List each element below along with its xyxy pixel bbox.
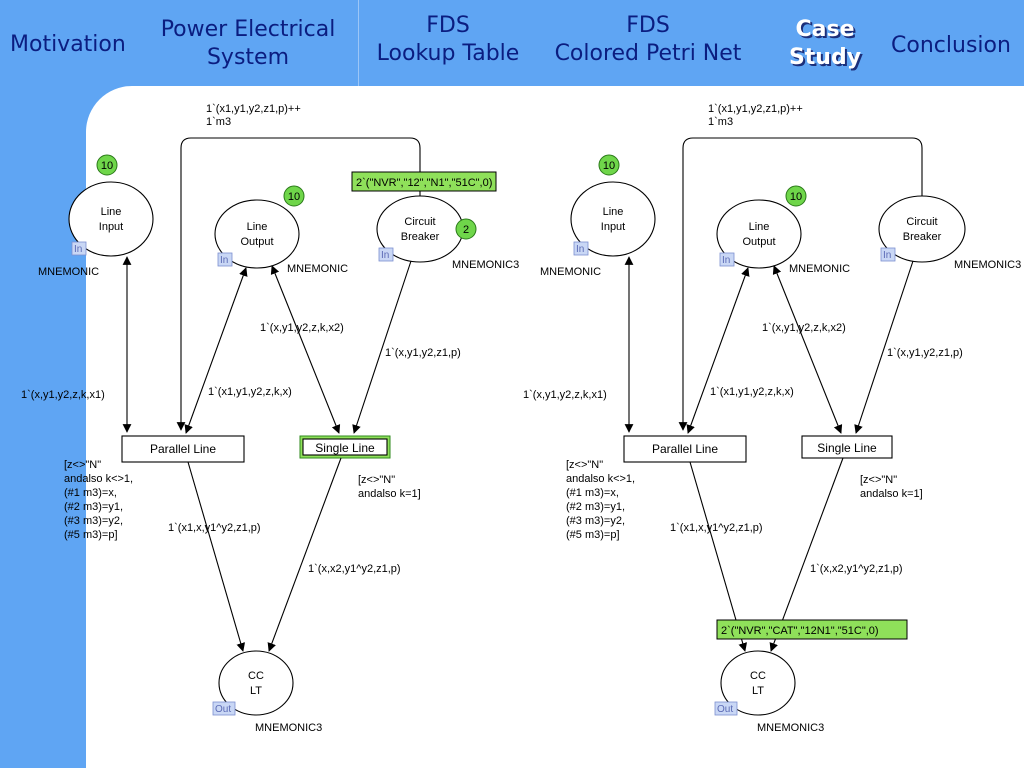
- nav-power-electrical-system[interactable]: Power Electrical System: [160, 17, 336, 70]
- port-line-input-label: In: [74, 244, 82, 255]
- inscription-input-parallel: 1`(x,y1,y2,z,k,x1): [21, 389, 105, 401]
- colset-line-input: MNEMONIC: [38, 266, 99, 278]
- transition-parallel-line: [121, 435, 245, 463]
- port-circuit-breaker-label: In: [883, 250, 891, 261]
- nav-fds-colored-petri-net[interactable]: FDS Colored Petri Net: [554, 13, 742, 66]
- transition-parallel-line-name: Parallel Line: [652, 442, 718, 456]
- guard-parallel-line: [z<>"N"andalso k<>1,(#1 m3)=x,(#2 m3)=y1…: [566, 459, 635, 541]
- nav-divider: [358, 0, 359, 86]
- marking-line-output-value: 10: [288, 191, 300, 203]
- arc-output-single: [772, 265, 843, 434]
- arc-output-parallel: [686, 267, 750, 434]
- marking-line-output: [785, 185, 807, 207]
- marking-line-input-value: 10: [603, 160, 615, 172]
- port-line-output: [217, 252, 233, 267]
- marking-line-input: [598, 154, 620, 176]
- guard-single-line: [z<>"N"andalso k=1]: [860, 474, 923, 500]
- nav-case-study[interactable]: Case Study: [788, 17, 862, 70]
- inscription-parallel-cc: 1`(x1,x,y1^y2,z1,p): [670, 522, 763, 534]
- port-cc-lt: [212, 701, 236, 716]
- port-circuit-breaker: [378, 247, 394, 262]
- inscription-breaker-single: 1`(x,y1,y2,z1,p): [385, 347, 461, 359]
- guard-parallel-line: [z<>"N"andalso k<>1,(#1 m3)=x,(#2 m3)=y1…: [64, 459, 133, 541]
- port-line-output: [719, 252, 735, 267]
- inscription-output-parallel: 1`(x1,y1,y2,z,k,x): [208, 386, 292, 398]
- transition-single-line-name: Single Line: [315, 441, 375, 455]
- arc-breaker-to-parallel-top: [678, 137, 923, 431]
- nav-motivation[interactable]: Motivation: [10, 32, 126, 57]
- port-line-output-label: In: [220, 255, 228, 266]
- arc-breaker-single: [854, 260, 914, 434]
- place-cc-lt: [720, 650, 796, 716]
- token-box-right: [716, 619, 908, 640]
- transition-single-line: [302, 438, 388, 456]
- port-circuit-breaker-label: In: [381, 250, 389, 261]
- colset-circuit-breaker: MNEMONIC3: [452, 259, 519, 271]
- marking-circuit-breaker-value: 2: [463, 224, 469, 236]
- nav-fds-lookup-table[interactable]: FDS Lookup Table: [376, 13, 520, 66]
- inscription-output-single: 1`(x,y1,y2,z,k,x2): [762, 322, 846, 334]
- arc-output-single: [270, 265, 341, 434]
- token-box-right-text: 2`("NVR","CAT","12N1","51C",0): [721, 625, 879, 637]
- inscription-output-parallel: 1`(x1,y1,y2,z,k,x): [710, 386, 794, 398]
- inscription-output-single: 1`(x,y1,y2,z,k,x2): [260, 322, 344, 334]
- arc-single-cc: [267, 457, 342, 652]
- arc-single-cc: [769, 457, 844, 652]
- token-box-left-text: 2`("NVR","12","N1","51C",0): [356, 177, 492, 189]
- inscription-single-cc: 1`(x,x2,y1^y2,z1,p): [810, 563, 903, 575]
- port-circuit-breaker: [880, 247, 896, 262]
- colset-cc-lt: MNEMONIC3: [757, 722, 824, 734]
- port-cc-lt: [714, 701, 738, 716]
- colset-cc-lt: MNEMONIC3: [255, 722, 322, 734]
- place-line-output: [716, 199, 802, 269]
- port-cc-lt-label: Out: [717, 704, 733, 715]
- nav-conclusion[interactable]: Conclusion: [891, 33, 1011, 58]
- inscription-single-cc: 1`(x,x2,y1^y2,z1,p): [308, 563, 401, 575]
- arc-breaker-to-parallel-top: [176, 137, 421, 431]
- inscription-top: 1`(x1,y1,y2,z1,p)++1`m3: [206, 103, 301, 128]
- arc-breaker-single: [352, 260, 412, 434]
- colset-line-input: MNEMONIC: [540, 266, 601, 278]
- place-line-output: [214, 199, 300, 269]
- port-line-input: [71, 241, 87, 256]
- marking-line-input-value: 10: [101, 160, 113, 172]
- transition-single-line-name: Single Line: [817, 441, 877, 455]
- transition-parallel-line-name: Parallel Line: [150, 442, 216, 456]
- guard-single-line: [z<>"N"andalso k=1]: [358, 474, 421, 500]
- colset-line-output: MNEMONIC: [789, 263, 850, 275]
- inscription-top: 1`(x1,y1,y2,z1,p)++1`m3: [708, 103, 803, 128]
- port-line-input: [573, 241, 589, 256]
- transition-parallel-line: [623, 435, 747, 463]
- colset-circuit-breaker: MNEMONIC3: [954, 259, 1021, 271]
- transition-single-line: [801, 435, 893, 459]
- inscription-parallel-cc: 1`(x1,x,y1^y2,z1,p): [168, 522, 261, 534]
- place-line-input: [570, 181, 656, 257]
- marking-circuit-breaker: [455, 218, 477, 240]
- top-navigation: Motivation Power Electrical System FDS L…: [0, 0, 1024, 88]
- colset-line-output: MNEMONIC: [287, 263, 348, 275]
- marking-line-output: [283, 185, 305, 207]
- place-cc-lt: [218, 650, 294, 716]
- marking-line-output-value: 10: [790, 191, 802, 203]
- inscription-input-parallel: 1`(x,y1,y2,z,k,x1): [523, 389, 607, 401]
- port-cc-lt-label: Out: [215, 704, 231, 715]
- place-line-input: [68, 181, 154, 257]
- token-box-left: [351, 171, 497, 192]
- arc-parallel-cc: [187, 461, 246, 652]
- port-line-output-label: In: [722, 255, 730, 266]
- marking-line-input: [96, 154, 118, 176]
- port-line-input-label: In: [576, 244, 584, 255]
- inscription-breaker-single: 1`(x,y1,y2,z1,p): [887, 347, 963, 359]
- arc-output-parallel: [184, 267, 248, 434]
